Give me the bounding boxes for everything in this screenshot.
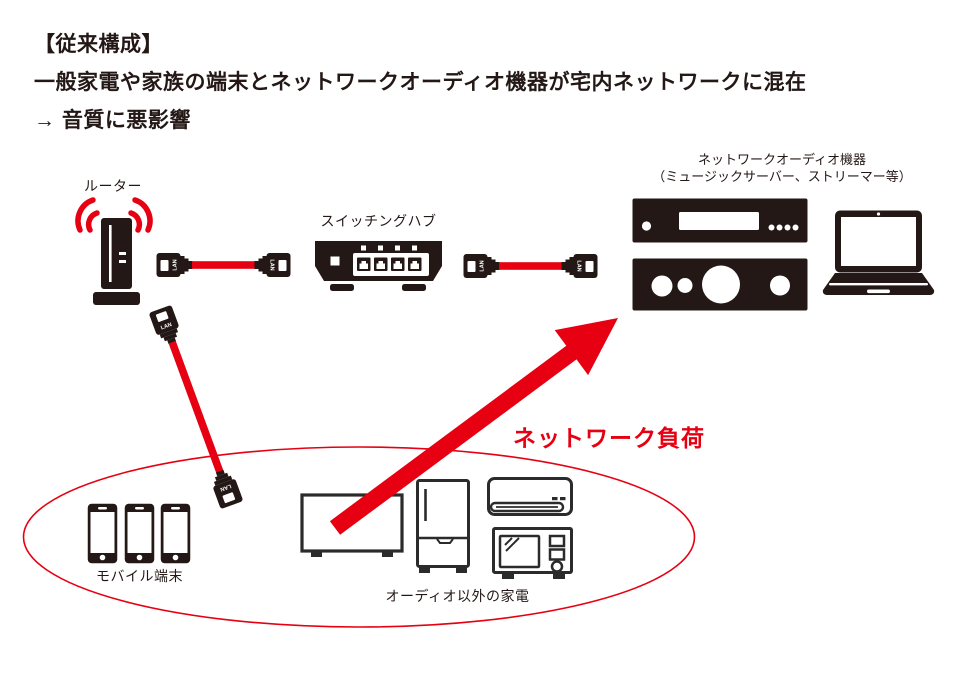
smartphone-icon bbox=[87, 503, 118, 564]
smartphone-icon bbox=[160, 503, 191, 564]
smartphone-icon bbox=[124, 503, 155, 564]
router-icon bbox=[75, 197, 153, 305]
lan-port-text: LAN bbox=[219, 482, 232, 492]
amplifier-icon bbox=[632, 258, 808, 311]
audio-devices-label-line2: （ミュージックサーバー、ストリーマー等） bbox=[652, 169, 912, 184]
hub-label: スイッチングハブ bbox=[320, 213, 437, 229]
lan-port-text: LAN bbox=[173, 259, 179, 270]
refrigerator-icon bbox=[416, 479, 470, 573]
air-conditioner-icon bbox=[487, 477, 573, 516]
diagram-title: 【従来構成】 bbox=[34, 33, 163, 56]
network-load-arrow bbox=[329, 318, 618, 535]
mobile-devices-label: モバイル端末 bbox=[96, 568, 183, 584]
lan-port-text: LAN bbox=[160, 322, 173, 332]
network-load-label: ネットワーク負荷 bbox=[513, 425, 705, 451]
rj45-ports bbox=[357, 257, 422, 271]
music-server-icon bbox=[632, 198, 808, 243]
audio-devices-label-line1: ネットワークオーディオ機器 bbox=[697, 152, 867, 167]
grouping-ellipse bbox=[22, 446, 696, 628]
audio-devices-label: ネットワークオーディオ機器 （ミュージックサーバー、ストリーマー等） bbox=[632, 151, 932, 185]
appliances-label: オーディオ以外の家電 bbox=[385, 588, 530, 604]
microwave-icon bbox=[492, 527, 573, 579]
lan-cable-diagonal-icon: LAN LAN bbox=[149, 305, 243, 509]
lan-port-text: LAN bbox=[269, 259, 275, 270]
switching-hub-icon bbox=[315, 241, 442, 291]
laptop-icon bbox=[822, 210, 935, 295]
wifi-waves-icon bbox=[75, 197, 153, 233]
diagram-subtitle: 一般家電や家族の端末とネットワークオーディオ機器が宅内ネットワークに混在 bbox=[34, 71, 807, 94]
lan-port-text: LAN bbox=[480, 260, 486, 271]
diagram-conclusion: → 音質に悪影響 bbox=[34, 109, 191, 132]
router-label: ルーター bbox=[84, 178, 142, 194]
lan-cable-icon: LAN LAN bbox=[463, 254, 598, 278]
lan-cable-icon: LAN LAN bbox=[156, 253, 291, 277]
lan-port-text: LAN bbox=[576, 260, 582, 271]
